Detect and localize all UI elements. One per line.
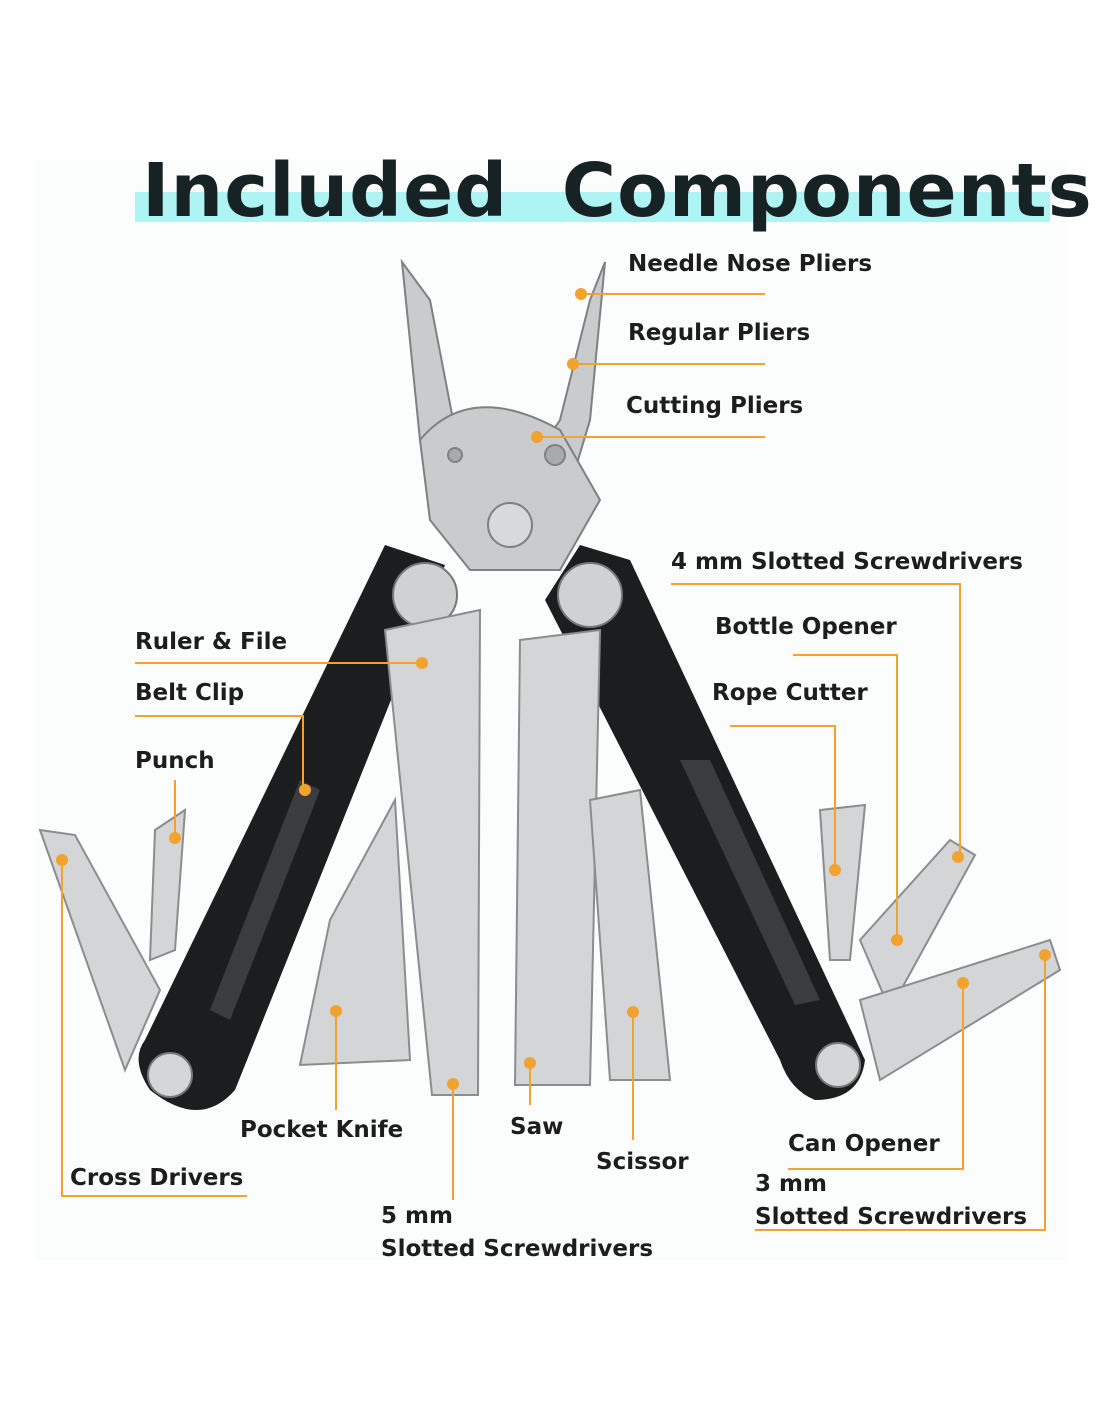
label-ruler-file: Ruler & File xyxy=(135,629,288,655)
label-cutting-pliers: Cutting Pliers xyxy=(626,393,804,419)
title-highlight xyxy=(135,192,1050,222)
label-5mm-line2: Slotted Screwdrivers xyxy=(381,1236,654,1262)
left-handle xyxy=(138,545,458,1110)
label-bottle-opener: Bottle Opener xyxy=(715,614,897,640)
label-needle-nose-pliers: Needle Nose Pliers xyxy=(628,251,873,277)
label-3mm-line1: 3 mm xyxy=(755,1171,827,1197)
label-saw: Saw xyxy=(510,1114,564,1140)
label-5mm-line1: 5 mm xyxy=(381,1203,453,1229)
label-pocket-knife: Pocket Knife xyxy=(240,1117,404,1143)
page-title: Included Components xyxy=(142,148,1093,234)
leader-lines xyxy=(61,293,1046,1231)
right-handle xyxy=(545,545,865,1100)
label-punch: Punch xyxy=(135,748,215,774)
leader-dots xyxy=(56,288,1051,1090)
label-belt-clip: Belt Clip xyxy=(135,680,245,706)
label-rope-cutter: Rope Cutter xyxy=(712,680,868,706)
pliers-jaws xyxy=(400,258,606,571)
label-cross-drivers: Cross Drivers xyxy=(70,1165,244,1191)
label-3mm-line2: Slotted Screwdrivers xyxy=(755,1204,1028,1230)
label-scissor: Scissor xyxy=(596,1149,689,1175)
label-regular-pliers: Regular Pliers xyxy=(628,320,811,346)
label-can-opener: Can Opener xyxy=(788,1131,940,1157)
label-4mm-slotted-screwdrivers: 4 mm Slotted Screwdrivers xyxy=(671,549,1023,575)
tool-blades xyxy=(38,608,1062,1096)
